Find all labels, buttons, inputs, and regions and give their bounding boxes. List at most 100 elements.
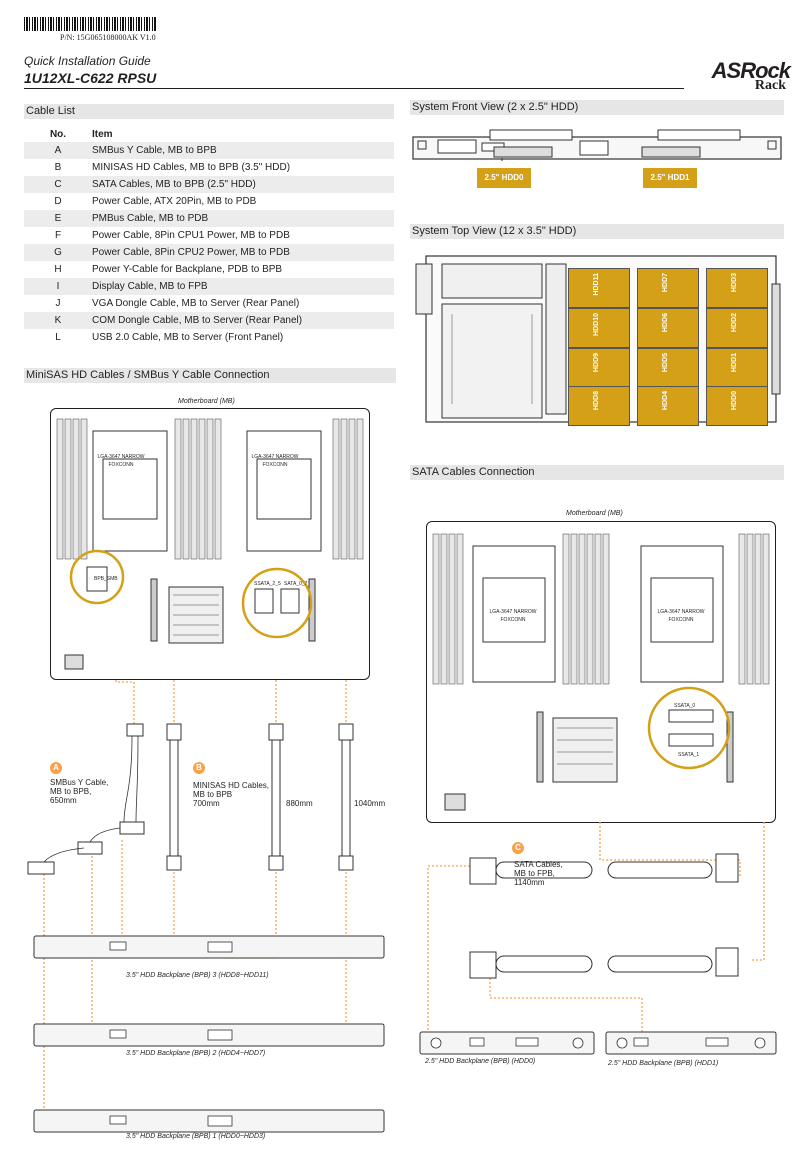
bpb1-caption: 3.5" HDD Backplane (BPB) 1 (HDD0~HDD3) (126, 1133, 266, 1140)
hdd2-bay: HDD2 (706, 308, 768, 348)
bpb-hdd1-caption: 2.5" HDD Backplane (BPB) (HDD1) (608, 1060, 719, 1067)
row-no: D (54, 196, 62, 207)
asrock-rack-logo: ASRock Rack (694, 58, 791, 98)
badge-a: A (50, 762, 62, 774)
row-item: SATA Cables, MB to BPB (2.5" HDD) (92, 176, 394, 193)
badge-b: B (193, 762, 205, 774)
hdd4-bay: HDD4 (637, 386, 699, 426)
hdd1-label: HDD1 (731, 353, 738, 373)
front-view-diagram (412, 129, 782, 161)
hdd7-bay: HDD7 (637, 268, 699, 308)
row-no: F (54, 230, 62, 241)
header-rule (24, 88, 684, 89)
minisas-header: MiniSAS HD Cables / SMBus Y Cable Connec… (24, 368, 396, 383)
row-no: E (24, 210, 92, 227)
row-no: K (24, 312, 92, 329)
row-item: Power Cable, 8Pin CPU1 Power, MB to PDB (92, 230, 290, 241)
col-no-header: No. (49, 128, 67, 140)
sata-2-5-label: SSATA_2_5 (254, 581, 281, 587)
row-no: I (24, 278, 92, 295)
row-no: L (55, 332, 61, 343)
cable-c-line2: MB to FPB, (514, 869, 555, 878)
hdd5-bay: HDD5 (637, 348, 699, 388)
cable-a-line3: 650mm (50, 796, 77, 805)
part-number: P/N: 15G065108000AK V1.0 (60, 33, 156, 42)
row-item: Power Cable, 8Pin CPU2 Power, MB to PDB (92, 244, 394, 261)
cpu2-vendor-left: FOXCONN (262, 462, 288, 468)
hdd0-tag: 2.5" HDD0 (477, 168, 531, 188)
logo-main: ASRock (711, 58, 791, 83)
hdd6-label: HDD6 (662, 313, 669, 333)
cable-c-line3: 1140mm (514, 878, 545, 887)
row-item: VGA Dongle Cable, MB to Server (Rear Pan… (92, 298, 300, 309)
hdd9-label: HDD9 (593, 353, 600, 373)
cpu2-label-left: LGA-3647 NARROW (251, 454, 299, 460)
minisas-cable-diagram (24, 680, 394, 1150)
table-row: H Power Y-Cable for Backplane, PDB to BPB (24, 261, 394, 278)
hdd6-bay: HDD6 (637, 308, 699, 348)
hdd2-label: HDD2 (731, 313, 738, 333)
cpu2-label-right: LGA-3647 NARROW (657, 609, 705, 615)
cpu1-vendor-right: FOXCONN (500, 617, 526, 623)
bpb-smb-label: BPB_SMB (94, 576, 118, 582)
row-item: Display Cable, MB to FPB (92, 278, 394, 295)
row-no: J (55, 298, 61, 309)
motherboard-right (426, 521, 776, 823)
row-item: SMBus Y Cable, MB to BPB (92, 142, 394, 159)
row-item: Power Y-Cable for Backplane, PDB to BPB (92, 264, 283, 275)
hdd1-bay: HDD1 (706, 348, 768, 388)
row-item: PMBus Cable, MB to PDB (92, 210, 394, 227)
top-view-header: System Top View (12 x 3.5" HDD) (410, 224, 784, 239)
bpb2-caption: 3.5" HDD Backplane (BPB) 2 (HDD4~HDD7) (126, 1050, 266, 1057)
row-item: MINISAS HD Cables, MB to BPB (3.5" HDD) (92, 162, 291, 173)
cpu1-vendor-left: FOXCONN (108, 462, 134, 468)
ssata1-label: SSATA_1 (678, 752, 700, 758)
guide-title: Quick Installation Guide (24, 54, 151, 68)
hdd4-label: HDD4 (662, 391, 669, 411)
row-no: H (54, 264, 62, 275)
col-item-header: Item (92, 128, 113, 140)
cable-b-line3: 700mm (193, 799, 220, 808)
table-header-row: No. Item (24, 126, 394, 142)
mb-caption-left: Motherboard (MB) (178, 398, 235, 405)
cpu1-label-left: LGA-3647 NARROW (97, 454, 145, 460)
logo-sub: Rack (754, 78, 786, 93)
row-no: G (24, 244, 92, 261)
hdd3-label: HDD3 (731, 273, 738, 293)
hdd1-tag: 2.5" HDD1 (643, 168, 697, 188)
cable-list-header: Cable List (24, 104, 394, 119)
hdd3-bay: HDD3 (706, 268, 768, 308)
hdd0-label: HDD0 (731, 391, 738, 411)
cable-c-line1: SATA Cables, (514, 860, 563, 869)
hdd5-label: HDD5 (662, 353, 669, 373)
bpb3-caption: 3.5" HDD Backplane (BPB) 3 (HDD8~HDD11) (126, 972, 269, 979)
barcode (24, 17, 156, 31)
ssata0-label: SSATA_0 (674, 703, 696, 709)
hdd11-label: HDD11 (593, 273, 600, 296)
sata-cable-diagram (410, 822, 782, 1072)
hdd0-bay: HDD0 (706, 386, 768, 426)
badge-c: C (512, 842, 524, 854)
cable-b-line2: MB to BPB (193, 790, 233, 799)
row-no: B (54, 162, 62, 173)
table-row: B MINISAS HD Cables, MB to BPB (3.5" HDD) (24, 159, 394, 176)
table-row: F Power Cable, 8Pin CPU1 Power, MB to PDB (24, 227, 394, 244)
hdd8-bay: HDD8 (568, 386, 630, 426)
motherboard-left (50, 408, 370, 680)
row-no: C (24, 176, 92, 193)
row-item: COM Dongle Cable, MB to Server (Rear Pan… (92, 312, 394, 329)
cable-1040mm: 1040mm (354, 799, 386, 808)
sata-header: SATA Cables Connection (410, 465, 784, 480)
hdd10-label: HDD10 (593, 313, 600, 336)
cpu1-label-right: LGA-3647 NARROW (489, 609, 537, 615)
table-row: J VGA Dongle Cable, MB to Server (Rear Pa… (24, 295, 394, 312)
